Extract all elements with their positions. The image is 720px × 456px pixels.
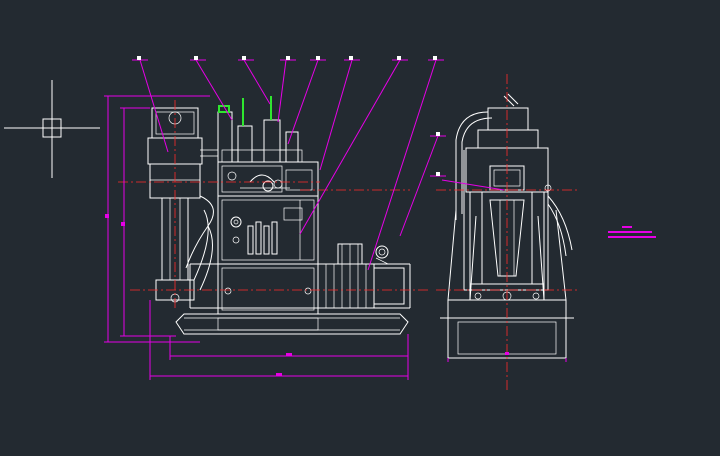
- front-centerlines: [118, 100, 430, 310]
- legend-bars: [608, 226, 656, 238]
- filter-assembly: [217, 111, 303, 163]
- side-head: [465, 93, 552, 193]
- side-dimensions: [447, 352, 567, 362]
- front-dimensions: [104, 95, 409, 380]
- leader-tag: [397, 56, 401, 60]
- side-centerlines: [436, 74, 580, 392]
- control-cabinet: [217, 195, 319, 265]
- hydraulic-hoses: [185, 195, 214, 291]
- leader-tag: [137, 56, 141, 60]
- front-elevation-view: [104, 56, 444, 380]
- oil-tank: [189, 263, 411, 315]
- leader-tag: [433, 56, 437, 60]
- crosshair-cursor: [4, 80, 100, 178]
- electric-motor: [317, 243, 405, 309]
- part-leaders: [132, 56, 444, 271]
- leader-tag: [286, 56, 290, 60]
- leader-tag: [436, 132, 440, 136]
- leader-tag: [349, 56, 353, 60]
- leader-tag: [242, 56, 246, 60]
- side-leaders: [399, 132, 505, 237]
- base-skid: [175, 313, 409, 335]
- side-elevation-view: [399, 74, 580, 392]
- valve-block: [217, 161, 319, 197]
- side-frame: [447, 150, 567, 301]
- side-hoses: [455, 111, 573, 257]
- leader-tag: [316, 56, 320, 60]
- leader-tag: [436, 172, 440, 176]
- leader-tag: [194, 56, 198, 60]
